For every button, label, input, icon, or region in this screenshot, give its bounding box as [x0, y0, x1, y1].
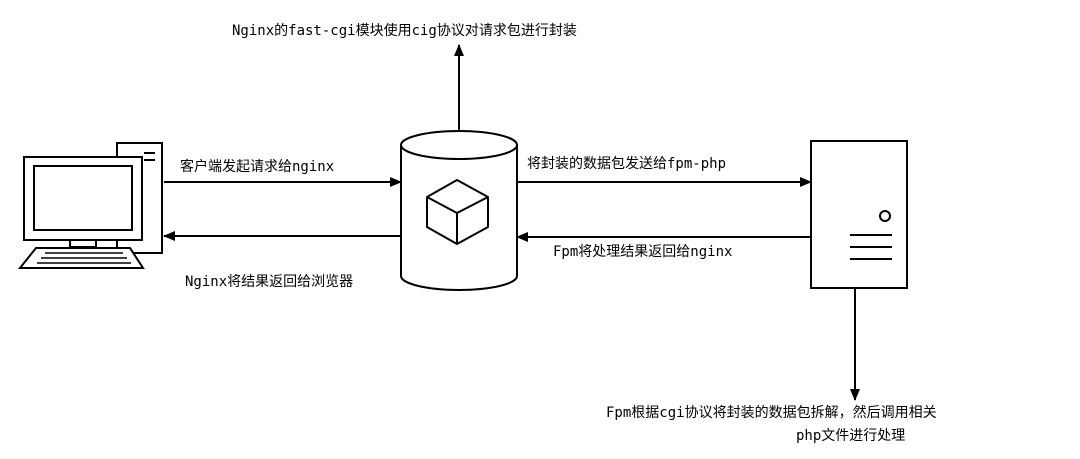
label-client-request: 客户端发起请求给nginx — [180, 159, 335, 175]
nginx-cylinder — [400, 130, 518, 291]
label-nginx-encapsulate: Nginx的fast-cgi模块使用cig协议对请求包进行封装 — [232, 23, 577, 39]
label-fpm-return: Fpm将处理结果返回给nginx — [553, 244, 733, 260]
label-nginx-to-browser: Nginx将结果返回给浏览器 — [185, 274, 354, 290]
server-tower-icon — [810, 140, 908, 289]
label-send-to-fpm: 将封装的数据包发送给fpm-php — [527, 156, 727, 172]
label-fpm-process-line1: Fpm根据cgi协议将封装的数据包拆解，然后调用相关 — [606, 405, 937, 421]
desktop-computer-icon — [17, 142, 163, 269]
label-fpm-process-line2: php文件进行处理 — [796, 428, 906, 444]
cube-icon — [426, 179, 489, 245]
